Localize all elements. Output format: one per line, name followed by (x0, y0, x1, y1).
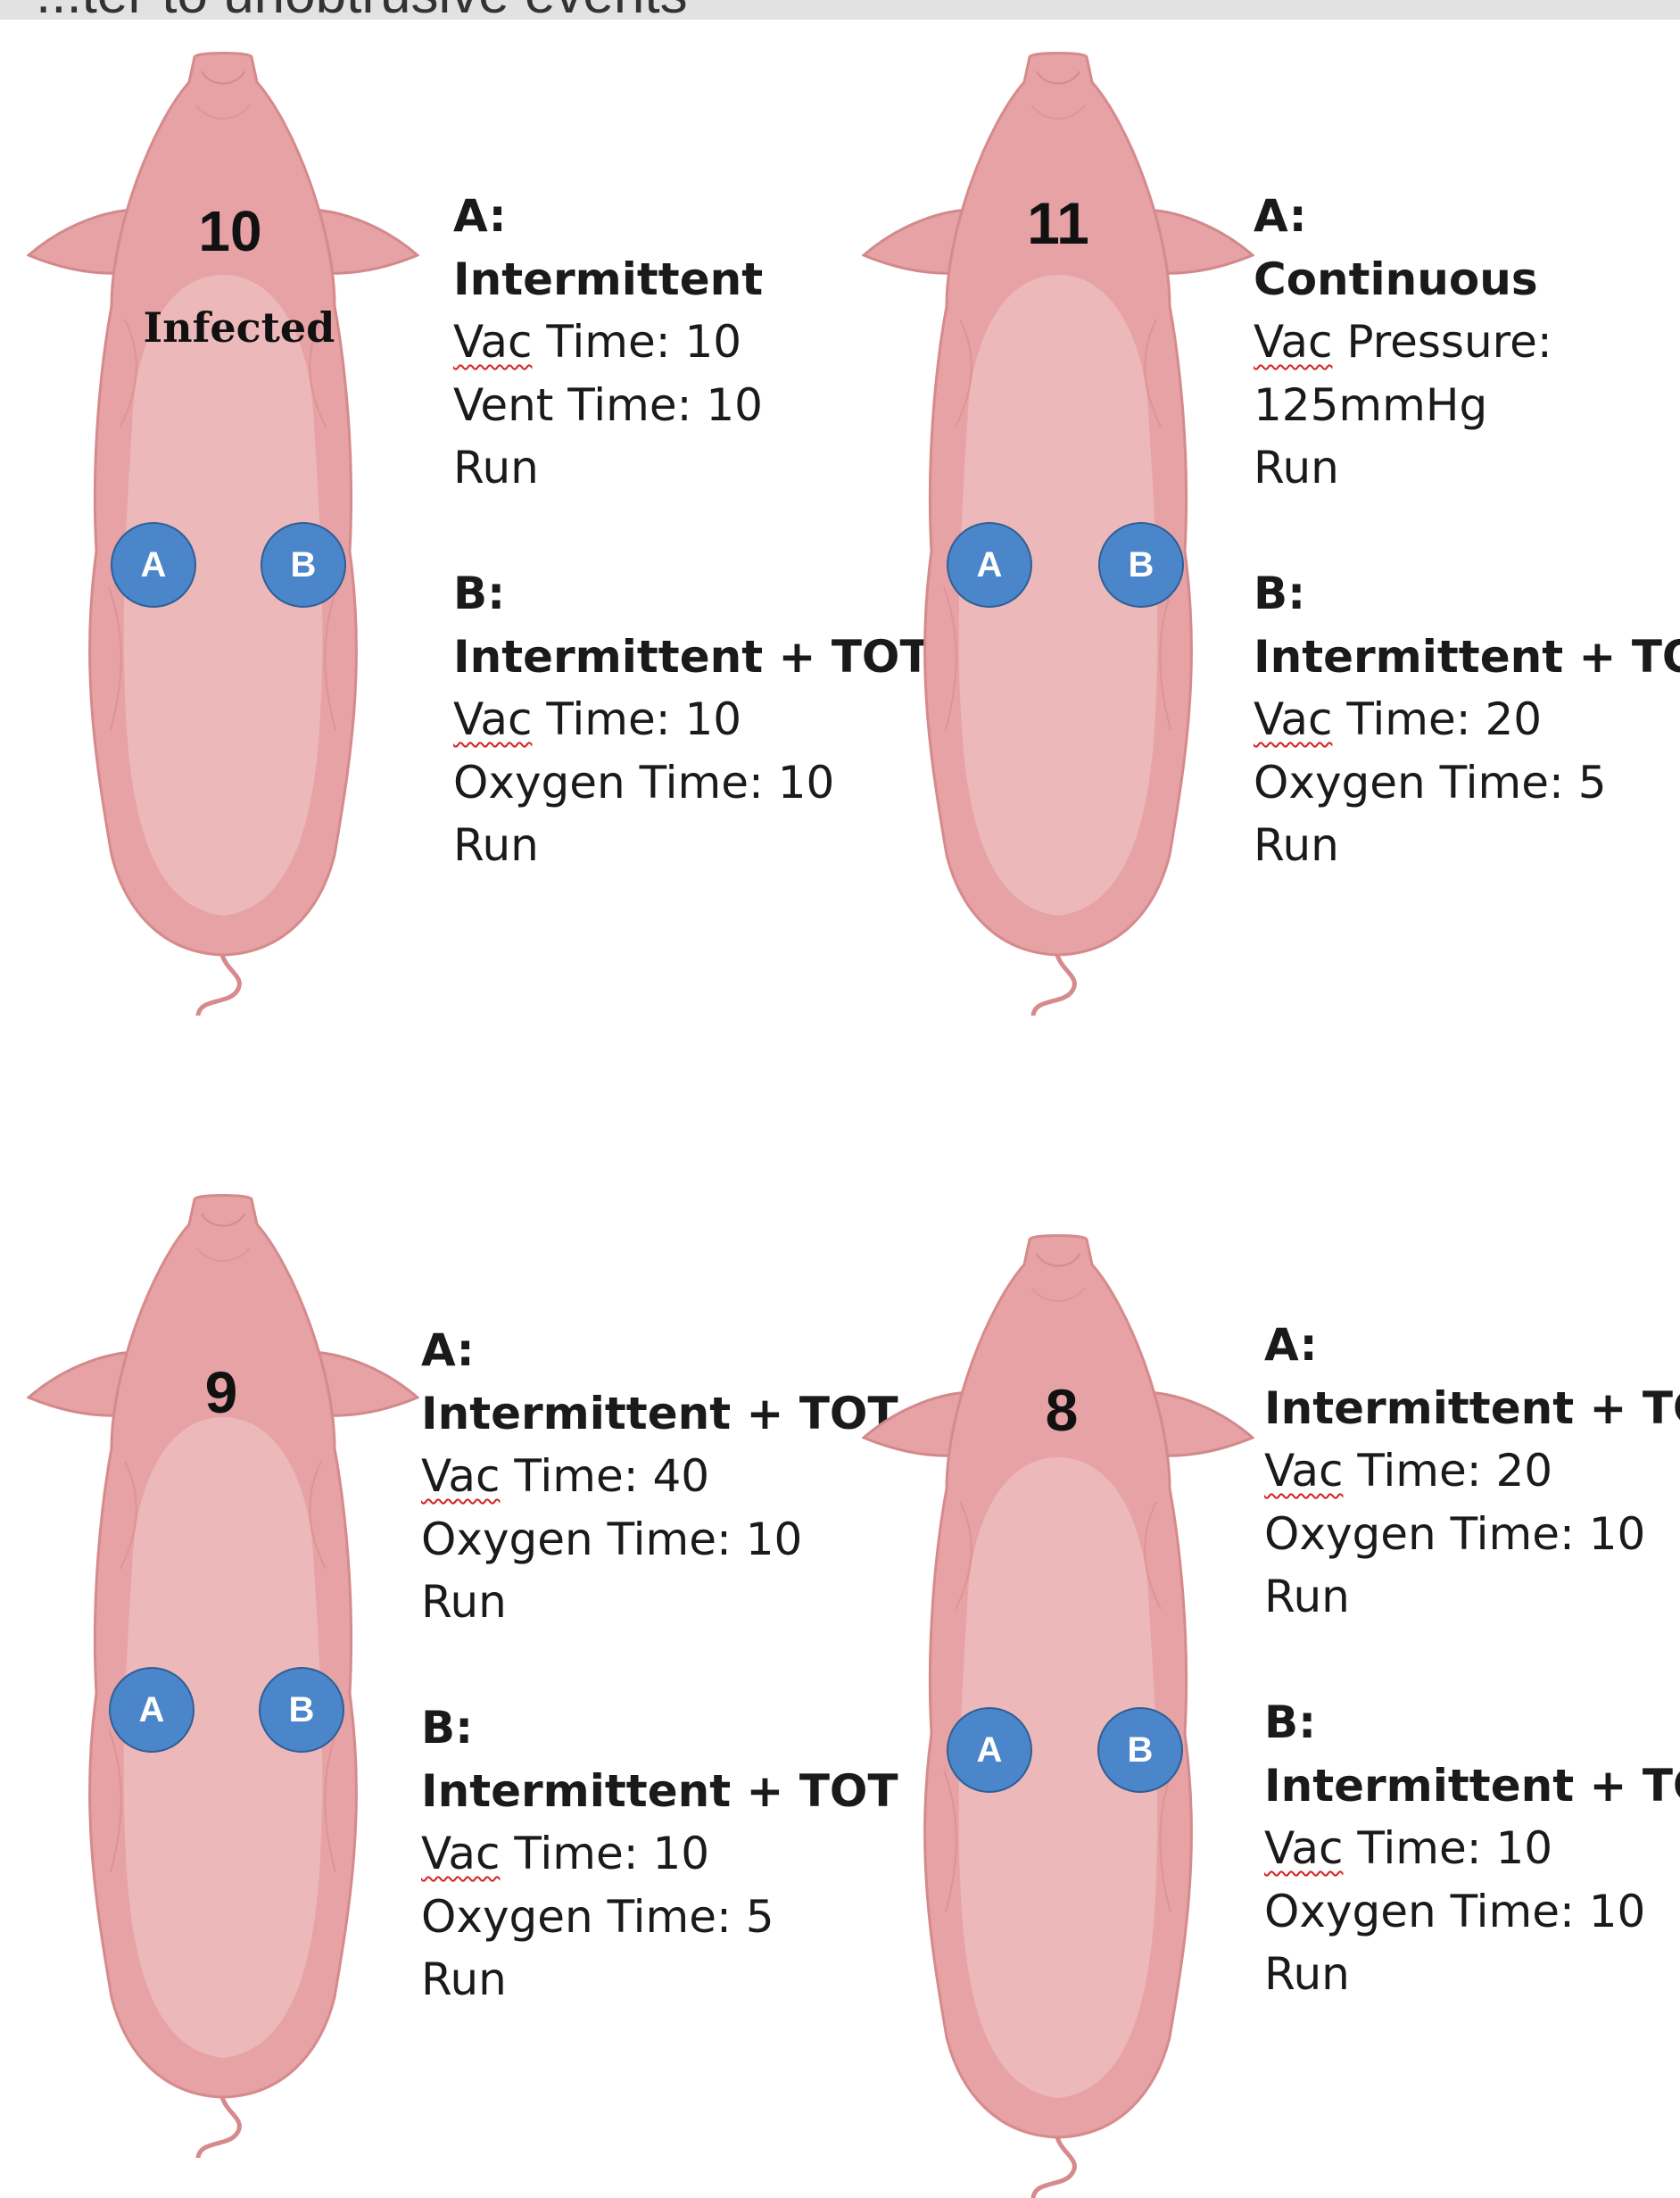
site-b-heading: B: (1254, 562, 1680, 626)
site-a-heading: A: (1254, 185, 1680, 248)
site-b-marker: B (1097, 1707, 1183, 1793)
site-b-mode: Intermittent + TOT (453, 626, 931, 689)
spellcheck-underline: Vac (1254, 316, 1332, 368)
site-b-setting: Oxygen Time: 10 (1264, 1880, 1680, 1944)
site-a-mode: Continuous (1254, 248, 1680, 311)
site-a-setting: Vac Time: 40 (421, 1445, 898, 1508)
site-a-marker: A (947, 1707, 1032, 1793)
treatment-notes: A: Intermittent Vac Time: 10 Vent Time: … (453, 185, 931, 877)
site-a-setting: Oxygen Time: 10 (421, 1508, 898, 1572)
site-b-heading: B: (421, 1696, 898, 1760)
site-a-setting: Vac Pressure: (1254, 311, 1680, 374)
pig-number: 8 (972, 1376, 1151, 1444)
pig-number: 10 (141, 198, 319, 264)
treatment-notes: A: Intermittent + TOT Vac Time: 40 Oxyge… (421, 1319, 898, 2011)
site-b-mode: Intermittent + TOT (421, 1760, 898, 1823)
site-a-marker: A (109, 1667, 194, 1753)
site-b-setting: Run (453, 814, 931, 877)
site-b-mode: Intermittent + TOT (1264, 1754, 1680, 1818)
site-b-marker: B (261, 522, 346, 608)
site-b-marker: B (259, 1667, 344, 1753)
site-b-mode: Intermittent + TOT (1254, 626, 1680, 689)
site-b-setting: Vac Time: 10 (453, 688, 931, 751)
spellcheck-underline: Vac (421, 1450, 500, 1502)
site-a-setting: Vent Time: 10 (453, 374, 931, 437)
spellcheck-underline: Vac (1264, 1822, 1343, 1874)
site-b-setting: Oxygen Time: 10 (453, 751, 931, 815)
slide-title-bar: ...ter to unobtrusive events (0, 0, 1680, 20)
pig-number: 11 (969, 189, 1147, 257)
site-b-setting: Run (1254, 814, 1680, 877)
site-a-mode: Intermittent (453, 248, 931, 311)
spellcheck-underline: Vac (453, 693, 532, 745)
site-a-setting: 125mmHg (1254, 374, 1680, 437)
treatment-notes: A: Intermittent + TOT Vac Time: 20 Oxyge… (1264, 1314, 1680, 2006)
site-a-heading: A: (421, 1319, 898, 1382)
site-b-setting: Oxygen Time: 5 (421, 1886, 898, 1949)
site-b-setting: Run (1264, 1943, 1680, 2006)
site-b-setting: Vac Time: 20 (1254, 688, 1680, 751)
site-a-marker: A (111, 522, 196, 608)
site-a-setting: Vac Time: 10 (453, 311, 931, 374)
site-a-setting: Oxygen Time: 10 (1264, 1503, 1680, 1566)
site-b-heading: B: (453, 562, 931, 626)
site-a-marker: A (947, 522, 1032, 608)
pig-illustration (27, 1194, 419, 2158)
pig-status-infected: Infected (96, 303, 382, 352)
spellcheck-underline: Vac (421, 1828, 500, 1879)
site-a-mode: Intermittent + TOT (1264, 1377, 1680, 1440)
site-a-setting: Vac Time: 20 (1264, 1439, 1680, 1503)
site-b-marker: B (1098, 522, 1184, 608)
site-a-setting: Run (453, 436, 931, 500)
site-a-setting: Run (421, 1571, 898, 1634)
site-a-mode: Intermittent + TOT (421, 1382, 898, 1446)
treatment-notes: A: Continuous Vac Pressure: 125mmHg Run … (1254, 185, 1680, 877)
pig-illustration (27, 52, 419, 1016)
spellcheck-underline: Vac (453, 316, 532, 368)
pig-number: 9 (132, 1358, 310, 1426)
spellcheck-underline: Vac (1254, 693, 1332, 745)
site-a-heading: A: (453, 185, 931, 248)
site-b-setting: Run (421, 1948, 898, 2011)
site-b-heading: B: (1264, 1691, 1680, 1754)
site-a-setting: Run (1254, 436, 1680, 500)
slide-title: ...ter to unobtrusive events (36, 0, 688, 20)
site-b-setting: Oxygen Time: 5 (1254, 751, 1680, 815)
spellcheck-underline: Vac (1264, 1445, 1343, 1497)
site-a-heading: A: (1264, 1314, 1680, 1377)
site-b-setting: Vac Time: 10 (421, 1822, 898, 1886)
site-b-setting: Vac Time: 10 (1264, 1817, 1680, 1880)
site-a-setting: Run (1264, 1565, 1680, 1629)
